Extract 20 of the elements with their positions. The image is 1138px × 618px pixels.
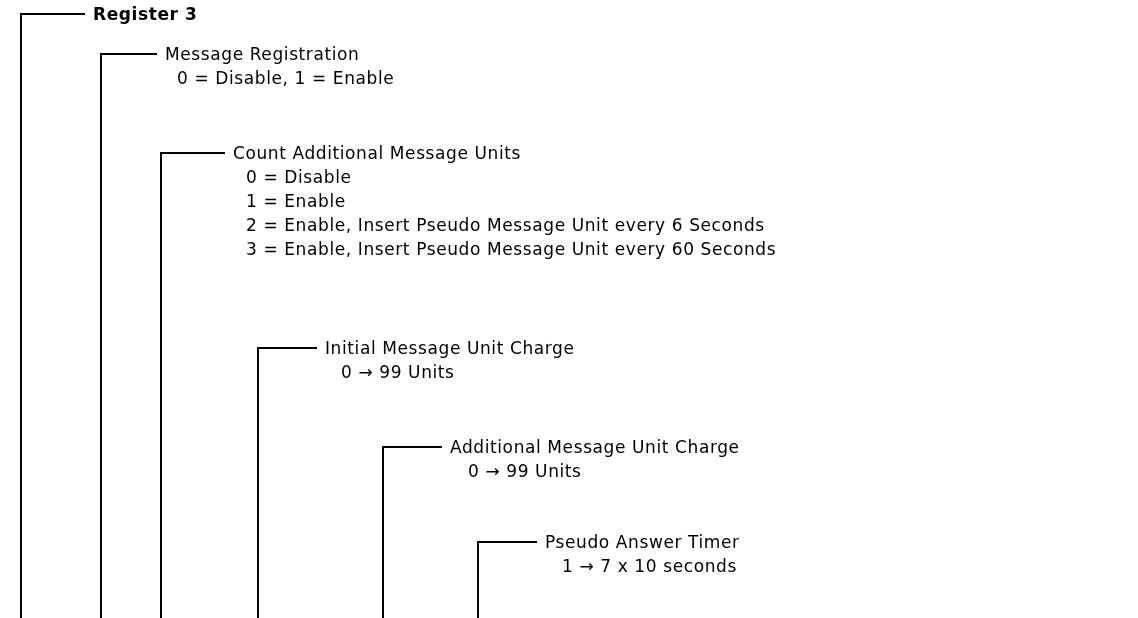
field-value: 0 → 99 Units — [468, 460, 582, 483]
field-value: 1 → 7 x 10 seconds — [562, 555, 737, 578]
leader-line — [477, 541, 538, 618]
field-value: 1 = Enable — [246, 190, 346, 213]
field-name: Count Additional Message Units — [233, 142, 521, 165]
field-name: Additional Message Unit Charge — [450, 436, 740, 459]
leader-line — [20, 13, 86, 618]
field-value: 0 = Disable, 1 = Enable — [177, 67, 395, 90]
field-value: 2 = Enable, Insert Pseudo Message Unit every 6 Seconds — [246, 214, 765, 237]
leader-line — [100, 53, 158, 618]
leader-line — [160, 152, 226, 618]
leader-line — [257, 347, 318, 618]
field-value: 0 = Disable — [246, 166, 352, 189]
leader-line — [382, 446, 443, 618]
field-name: Register 3 — [93, 3, 198, 26]
field-name: Pseudo Answer Timer — [545, 531, 740, 554]
field-name: Message Registration — [165, 43, 360, 66]
field-name: Initial Message Unit Charge — [325, 337, 575, 360]
field-value: 3 = Enable, Insert Pseudo Message Unit every 60 Seconds — [246, 238, 777, 261]
field-value: 0 → 99 Units — [341, 361, 455, 384]
